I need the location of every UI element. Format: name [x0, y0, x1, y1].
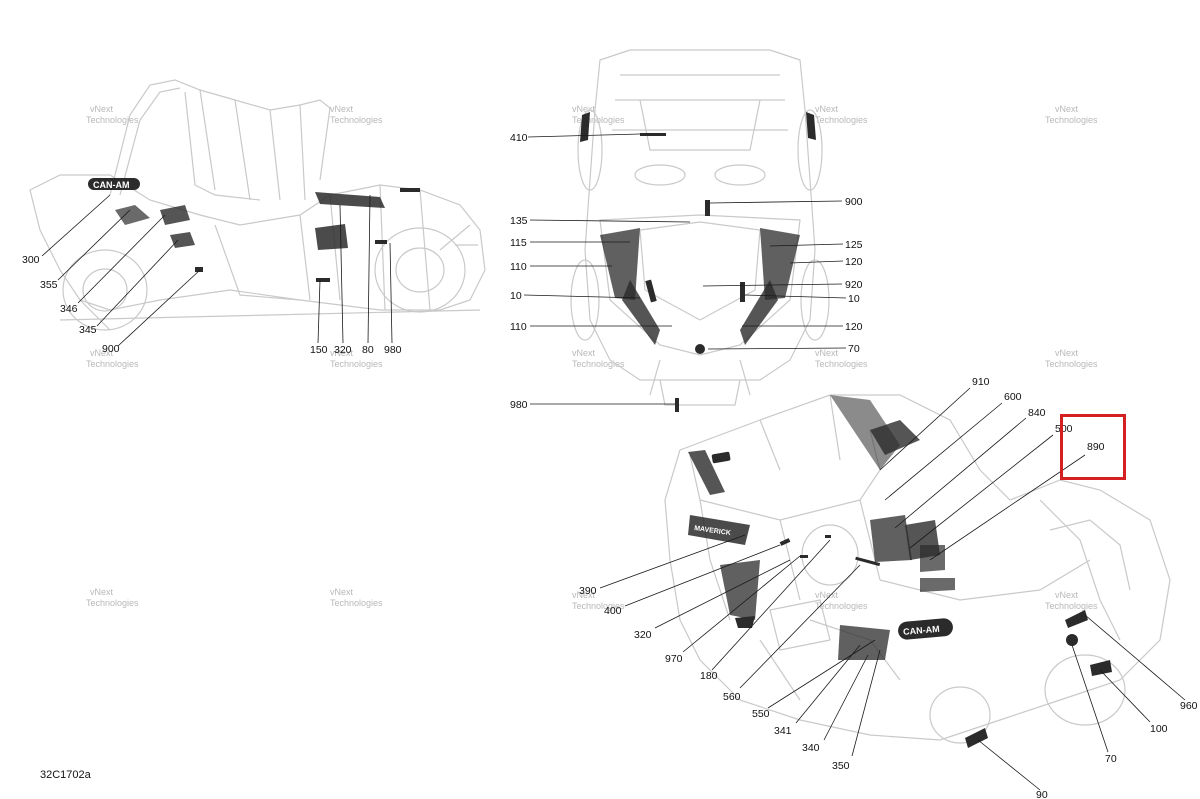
callout-920: 920	[845, 279, 863, 291]
watermark-text: vNext	[815, 348, 839, 358]
watermark-text: Technologies	[815, 115, 868, 125]
callout-980: 980	[510, 399, 528, 411]
watermark-text: vNext	[572, 104, 596, 114]
callout-840: 840	[1028, 407, 1046, 419]
watermark-text: Technologies	[86, 359, 139, 369]
watermark-text: vNext	[90, 104, 114, 114]
callout-135: 135	[510, 215, 528, 227]
callout-110: 110	[510, 321, 527, 333]
svg-text:CAN-AM: CAN-AM	[93, 180, 130, 190]
callout-10: 10	[510, 290, 522, 302]
can-am-logo-decal	[88, 178, 140, 190]
watermark-text: Technologies	[1045, 359, 1098, 369]
callout-980: 980	[384, 344, 402, 356]
perspective-view-vehicle: MAVERICK CAN-AM	[664, 394, 1171, 748]
callout-80: 80	[362, 344, 374, 356]
watermark-text: vNext	[330, 104, 354, 114]
callout-180: 180	[700, 670, 718, 682]
watermark-text: Technologies	[572, 359, 625, 369]
watermark-text: vNext	[90, 587, 114, 597]
watermark-text: Technologies	[86, 598, 139, 608]
callout-970: 970	[665, 653, 683, 665]
callout-100: 100	[1150, 723, 1168, 735]
watermark-text: Technologies	[1045, 115, 1098, 125]
callout-390: 390	[579, 585, 597, 597]
callout-900: 900	[102, 343, 120, 355]
watermark-text: vNext	[330, 348, 354, 358]
callout-125: 125	[845, 239, 863, 251]
callout-320: 320	[634, 629, 652, 641]
callout-960: 960	[1180, 700, 1198, 712]
svg-text:CAN-AM: CAN-AM	[903, 624, 940, 637]
callout-341: 341	[774, 725, 792, 737]
callout-120: 120	[845, 321, 863, 333]
top-view-vehicle	[570, 49, 830, 412]
watermark-text: Technologies	[330, 598, 383, 608]
side-view-callouts: 300 355 346 345 900 150 320 80 980	[22, 254, 402, 356]
watermark-text: Technologies	[815, 601, 868, 611]
callout-400: 400	[604, 605, 622, 617]
watermark-text: vNext	[815, 590, 839, 600]
watermark-text: Technologies	[86, 115, 139, 125]
callout-890: 890	[1087, 441, 1105, 453]
callout-110: 110	[510, 261, 527, 273]
watermark-text: vNext	[1055, 590, 1079, 600]
watermark-text: Technologies	[1045, 601, 1098, 611]
callout-10: 10	[848, 293, 860, 305]
callout-340: 340	[802, 742, 820, 754]
callout-500: 500	[1055, 423, 1073, 435]
watermark-text: vNext	[815, 104, 839, 114]
callout-345: 345	[79, 324, 97, 336]
perspective-view-leaders	[599, 387, 1186, 791]
callout-70: 70	[1105, 753, 1117, 765]
callout-350: 350	[832, 760, 850, 772]
callout-910: 910	[972, 376, 990, 388]
watermark-text: Technologies	[572, 601, 625, 611]
perspective-view-callouts: 910 600 840 500 890 390 400 320 970 180 …	[579, 376, 1198, 799]
side-view-vehicle: CAN-AM	[29, 79, 486, 331]
callout-355: 355	[40, 279, 58, 291]
callout-320: 320	[334, 344, 352, 356]
callout-150: 150	[310, 344, 328, 356]
callout-70: 70	[848, 343, 860, 355]
callout-346: 346	[60, 303, 78, 315]
callout-410: 410	[510, 132, 528, 144]
diagram-id-label: 32C1702a	[40, 769, 91, 781]
watermark-text: vNext	[572, 590, 596, 600]
watermark-text: vNext	[1055, 348, 1079, 358]
watermark-text: vNext	[1055, 104, 1079, 114]
callout-550: 550	[752, 708, 770, 720]
side-view-leaders	[41, 194, 393, 347]
watermark-text: Technologies	[330, 115, 383, 125]
callout-120: 120	[845, 256, 863, 268]
watermark-text: vNext	[90, 348, 114, 358]
top-view-leaders	[523, 133, 847, 405]
watermark-text: vNext	[330, 587, 354, 597]
top-view-callouts: 410 135 115 110 10 110 980 900 125 120 9…	[510, 132, 863, 411]
callout-90: 90	[1036, 789, 1048, 799]
callout-115: 115	[510, 237, 527, 249]
watermark-text: Technologies	[330, 359, 383, 369]
callout-600: 600	[1004, 391, 1022, 403]
highlighted-callout-box	[1060, 414, 1126, 480]
watermark-layer: vNext Technologies vNext Technologies vN…	[86, 104, 1098, 611]
callout-560: 560	[723, 691, 741, 703]
watermark-text: Technologies	[815, 359, 868, 369]
callout-300: 300	[22, 254, 40, 266]
watermark-text: vNext	[572, 348, 596, 358]
callout-900: 900	[845, 196, 863, 208]
